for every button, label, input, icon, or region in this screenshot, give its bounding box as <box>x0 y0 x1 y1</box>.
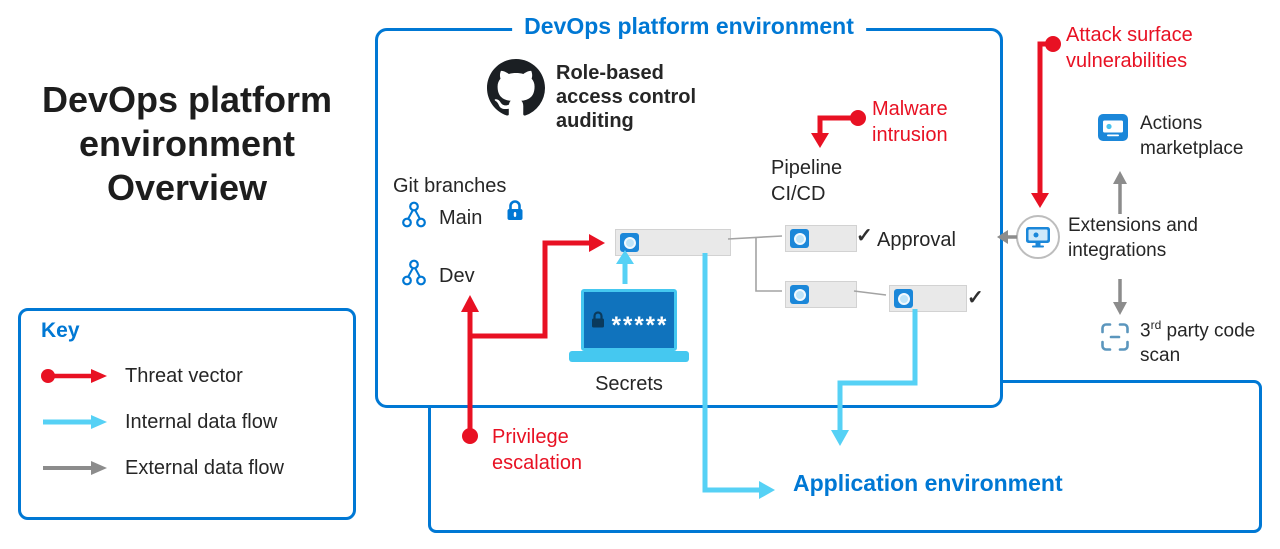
pipeline-task-icon <box>790 229 809 248</box>
secrets-masked-value: ***** <box>611 312 669 339</box>
third-party-scan-icon <box>1101 323 1129 351</box>
devops-platform-box: DevOps platform environment Role-based a… <box>375 13 1003 408</box>
third-party-scan-label: 3rd party code scan <box>1140 318 1260 369</box>
pipeline-stage-box-1 <box>615 229 731 256</box>
key-title: Key <box>41 319 80 342</box>
approval-label: Approval <box>877 229 956 251</box>
pipeline-task-icon <box>790 285 809 304</box>
third-party-sup: rd <box>1150 318 1162 332</box>
actions-marketplace-label: Actions marketplace <box>1140 113 1244 159</box>
github-icon <box>487 59 545 116</box>
branch-icon-dev <box>402 259 426 286</box>
approval-checkmark: ✓ <box>856 225 873 247</box>
pipeline-task-icon <box>894 289 913 308</box>
third-party-rest: party code scan <box>1140 320 1256 367</box>
legend-label-external-flow: External data flow <box>125 457 284 479</box>
extensions-integrations-label: Extensions and integrations <box>1068 215 1198 261</box>
rbac-label: Role-based access control auditing <box>556 62 697 132</box>
branch-dev-label: Dev <box>439 265 475 287</box>
threat-vector-icon <box>41 369 107 383</box>
legend-label-internal-flow: Internal data flow <box>125 411 278 433</box>
key-legend-box: Key Threat vector Internal data flow Ext… <box>18 308 356 520</box>
extensions-to-scan-arrow <box>1113 279 1127 315</box>
git-branches-label: Git branches <box>393 175 507 197</box>
pipeline-stage-box-2 <box>785 225 857 252</box>
secrets-laptop-screen: ***** <box>581 289 677 351</box>
legend-item-external-flow: External data flow <box>39 455 284 481</box>
external-flow-icon <box>43 461 107 475</box>
branch-icon-main <box>402 201 426 228</box>
pipeline-task-icon <box>620 233 639 252</box>
lock-icon <box>507 200 523 220</box>
stage4-checkmark: ✓ <box>967 287 984 309</box>
actions-marketplace-icon <box>1098 114 1128 141</box>
page-title: DevOps platform environment Overview <box>41 79 333 208</box>
devops-platform-title: DevOps platform environment <box>512 13 866 40</box>
pipeline-label: Pipeline CI/CD <box>771 157 843 205</box>
branch-main-label: Main <box>439 207 483 229</box>
pipeline-stage-box-4 <box>889 285 967 312</box>
extensions-circle <box>1016 215 1060 259</box>
secrets-laptop-base <box>569 351 689 362</box>
attack-surface-arrow <box>1031 36 1061 208</box>
legend-item-threat-vector: Threat vector <box>39 363 243 389</box>
secrets-lock-icon <box>591 311 604 328</box>
third-party-num: 3 <box>1140 320 1151 342</box>
pipeline-stage-box-3 <box>785 281 857 308</box>
legend-label-threat-vector: Threat vector <box>125 365 243 387</box>
privilege-escalation-label: Privilege escalation <box>492 426 583 474</box>
legend-item-internal-flow: Internal data flow <box>39 409 277 435</box>
monitor-icon <box>1026 226 1050 247</box>
secrets-label: Secrets <box>595 373 663 395</box>
extensions-to-actions-arrow <box>1113 171 1127 214</box>
attack-surface-label: Attack surface vulnerabilities <box>1066 24 1193 72</box>
internal-flow-icon <box>43 415 107 429</box>
application-environment-title: Application environment <box>793 470 1063 496</box>
malware-intrusion-label: Malware intrusion <box>872 98 948 146</box>
